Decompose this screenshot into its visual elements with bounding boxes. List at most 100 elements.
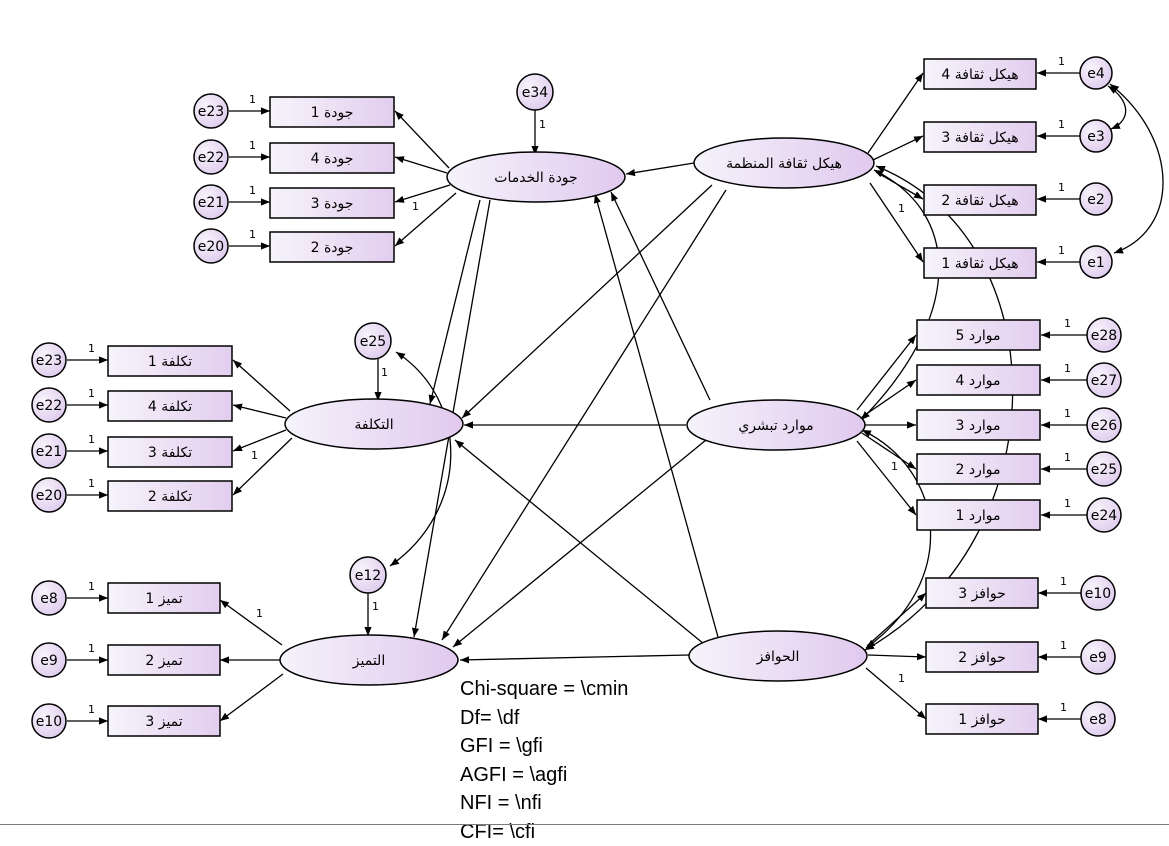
latent-incentives: الحوافز <box>689 631 867 681</box>
svg-text:1: 1 <box>249 228 256 241</box>
fit-nfi: NFI = \nfi <box>460 789 628 818</box>
error-term: e28 <box>1087 318 1121 352</box>
svg-text:1: 1 <box>1058 118 1065 131</box>
error-term: e1 <box>1080 246 1112 278</box>
error-term: e26 <box>1087 408 1121 442</box>
svg-text:e2: e2 <box>1087 192 1105 208</box>
error-term: e8 <box>1081 702 1115 736</box>
error-term: e20 <box>32 478 66 512</box>
svg-text:e1: e1 <box>1087 255 1105 271</box>
indicators-quality: جودة 1 جودة 4 جودة 3 جودة 2 <box>270 97 394 262</box>
svg-text:e20: e20 <box>198 239 224 255</box>
svg-text:1: 1 <box>88 703 95 716</box>
svg-text:جودة 1: جودة 1 <box>311 105 354 121</box>
indicator-box: موارد 4 <box>917 365 1040 395</box>
svg-text:جودة 4: جودة 4 <box>311 151 354 167</box>
latent-human-resources: موارد تبشري <box>687 400 865 450</box>
fit-cfi: CFI= \cfi <box>460 818 628 846</box>
svg-text:e25: e25 <box>360 334 386 350</box>
fit-agfi: AGFI = \agfi <box>460 761 628 790</box>
fit-chi-square: Chi-square = \cmin <box>460 675 628 704</box>
errors-culture: e4 e3 e2 e1 <box>1080 57 1112 278</box>
error-term: e12 <box>350 557 386 593</box>
svg-text:موارد تبشري: موارد تبشري <box>738 418 813 434</box>
svg-text:1: 1 <box>1060 639 1067 652</box>
svg-text:1: 1 <box>1064 317 1071 330</box>
svg-text:1: 1 <box>249 139 256 152</box>
indicator-box: هيكل ثقافة 3 <box>924 122 1036 152</box>
svg-text:1: 1 <box>381 366 388 379</box>
page-edge-divider <box>0 824 1169 825</box>
svg-text:e8: e8 <box>1089 712 1107 728</box>
indicator-box: تكلفة 4 <box>108 391 232 421</box>
indicator-box: حوافز 3 <box>926 578 1038 608</box>
svg-text:e12: e12 <box>355 568 381 584</box>
indicator-box: هيكل ثقافة 2 <box>924 185 1036 215</box>
indicator-box: جودة 1 <box>270 97 394 127</box>
latent-excellence: التميز <box>280 635 458 685</box>
svg-text:e28: e28 <box>1091 328 1117 344</box>
svg-text:1: 1 <box>251 449 258 462</box>
svg-text:e23: e23 <box>36 353 62 369</box>
indicator-box: حوافز 2 <box>926 642 1038 672</box>
svg-text:e34: e34 <box>522 85 549 101</box>
svg-text:جودة 3: جودة 3 <box>311 196 354 212</box>
fit-gfi: GFI = \gfi <box>460 732 628 761</box>
indicator-box: هيكل ثقافة 1 <box>924 248 1036 278</box>
error-term: e4 <box>1080 57 1112 89</box>
error-term: e9 <box>32 643 66 677</box>
indicator-box: تكلفة 1 <box>108 346 232 376</box>
svg-text:1: 1 <box>372 600 379 613</box>
svg-text:هيكل ثقافة 3: هيكل ثقافة 3 <box>941 130 1018 146</box>
svg-text:1: 1 <box>88 642 95 655</box>
errors-resources: e28 e27 e26 e25 e24 <box>1087 318 1121 532</box>
indicator-box: جودة 4 <box>270 143 394 173</box>
error-term: e23 <box>194 94 228 128</box>
error-term: e24 <box>1087 498 1121 532</box>
indicator-box: تميز 2 <box>108 645 220 675</box>
svg-text:1: 1 <box>1058 181 1065 194</box>
indicator-box: تكلفة 3 <box>108 437 232 467</box>
error-term: e21 <box>32 434 66 468</box>
svg-text:تكلفة 2: تكلفة 2 <box>148 489 192 505</box>
svg-text:جودة الخدمات: جودة الخدمات <box>494 170 577 186</box>
error-term: e3 <box>1080 120 1112 152</box>
svg-text:e25: e25 <box>1091 462 1117 478</box>
error-term: e25 <box>355 323 391 359</box>
fit-statistics: Chi-square = \cmin Df= \df GFI = \gfi AG… <box>460 675 628 846</box>
errors-quality: e23 e22 e21 e20 <box>194 94 228 263</box>
indicator-box: تميز 1 <box>108 583 220 613</box>
svg-text:تكلفة 3: تكلفة 3 <box>148 445 192 461</box>
indicators-resources: موارد 5 موارد 4 موارد 3 موارد 2 موارد 1 <box>917 320 1040 530</box>
indicator-box: موارد 5 <box>917 320 1040 350</box>
latent-cost: التكلفة <box>285 399 463 449</box>
svg-text:1: 1 <box>88 580 95 593</box>
svg-text:جودة 2: جودة 2 <box>311 240 354 256</box>
svg-text:e24: e24 <box>1091 508 1118 524</box>
svg-text:موارد 1: موارد 1 <box>956 508 1001 524</box>
svg-text:1: 1 <box>88 387 95 400</box>
svg-text:e21: e21 <box>36 444 62 460</box>
svg-text:e10: e10 <box>36 714 62 730</box>
indicators-incentives: حوافز 3 حوافز 2 حوافز 1 <box>926 578 1038 734</box>
indicator-box: جودة 2 <box>270 232 394 262</box>
error-term: e2 <box>1080 183 1112 215</box>
error-term: e22 <box>32 388 66 422</box>
svg-text:1: 1 <box>898 672 905 685</box>
error-term: e20 <box>194 229 228 263</box>
indicator-box: موارد 2 <box>917 454 1040 484</box>
error-term: e27 <box>1087 363 1121 397</box>
svg-text:1: 1 <box>249 184 256 197</box>
indicators-cost: تكلفة 1 تكلفة 4 تكلفة 3 تكلفة 2 <box>108 346 232 511</box>
svg-text:التميز: التميز <box>352 653 385 669</box>
svg-text:1: 1 <box>1058 244 1065 257</box>
svg-text:1: 1 <box>898 202 905 215</box>
error-term: e9 <box>1081 640 1115 674</box>
svg-text:e26: e26 <box>1091 418 1118 434</box>
svg-text:1: 1 <box>1058 55 1065 68</box>
indicators-excellence: تميز 1 تميز 2 تميز 3 <box>108 583 220 736</box>
svg-text:التكلفة: التكلفة <box>354 417 393 433</box>
svg-text:e8: e8 <box>40 591 58 607</box>
indicator-box: موارد 3 <box>917 410 1040 440</box>
error-term: e10 <box>32 704 66 738</box>
